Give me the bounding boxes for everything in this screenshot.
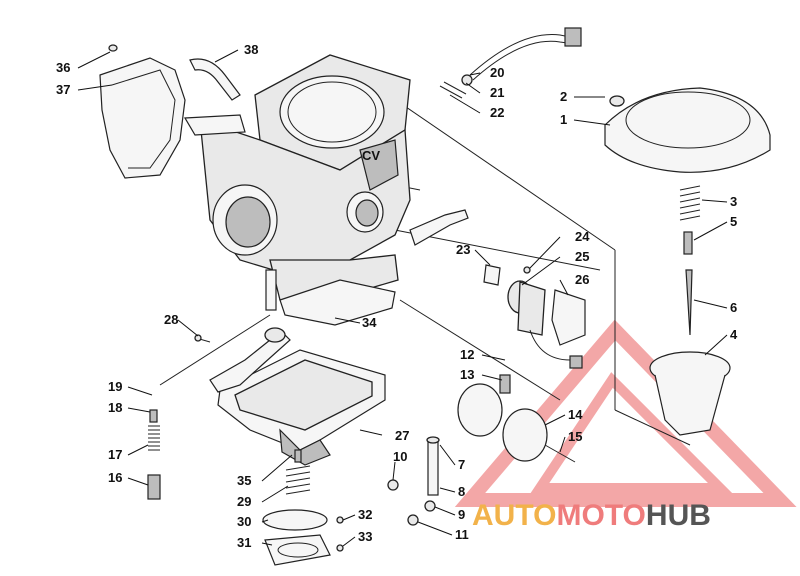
callout-21: 21 xyxy=(490,85,504,100)
callout-37: 37 xyxy=(56,82,70,97)
callout-26: 26 xyxy=(575,272,589,287)
callout-15: 15 xyxy=(568,429,582,444)
callout-27: 27 xyxy=(395,428,409,443)
callout-19: 19 xyxy=(108,379,122,394)
svg-text:AUTOMOTOHUB: AUTOMOTOHUB xyxy=(472,499,711,532)
callout-14: 14 xyxy=(568,407,583,422)
svg-text:CV: CV xyxy=(362,148,380,163)
callout-16: 16 xyxy=(108,470,122,485)
callout-33: 33 xyxy=(358,529,372,544)
callout-18: 18 xyxy=(108,400,122,415)
drain-assembly xyxy=(262,449,344,566)
callout-28: 28 xyxy=(164,312,178,327)
watermark-auto: AUTO xyxy=(472,499,556,532)
watermark-moto: MOTO xyxy=(556,499,645,532)
callout-29: 29 xyxy=(237,494,251,509)
watermark-hub: HUB xyxy=(646,499,711,532)
callout-24: 24 xyxy=(575,229,590,244)
callout-6: 6 xyxy=(730,300,737,315)
callout-22: 22 xyxy=(490,105,504,120)
leader-lines xyxy=(77,49,728,547)
callout-38: 38 xyxy=(244,42,258,57)
top-cover xyxy=(604,87,771,173)
diaphragm-piston xyxy=(649,351,731,436)
callout-36: 36 xyxy=(56,60,70,75)
float xyxy=(279,279,396,326)
callout-34: 34 xyxy=(362,315,377,330)
spring xyxy=(679,185,701,221)
side-cover xyxy=(99,44,186,179)
callout-labels: 1 2 3 5 6 4 7 8 9 10 11 12 13 14 15 16 1… xyxy=(56,42,738,550)
callout-30: 30 xyxy=(237,514,251,529)
callout-20: 20 xyxy=(490,65,504,80)
callout-32: 32 xyxy=(358,507,372,522)
callout-23: 23 xyxy=(456,242,470,257)
callout-1: 1 xyxy=(560,112,567,127)
callout-35: 35 xyxy=(237,473,251,488)
needle-holder xyxy=(683,231,693,255)
callout-4: 4 xyxy=(730,327,738,342)
choke-lever xyxy=(194,327,291,393)
fuel-line xyxy=(439,27,582,99)
callout-2: 2 xyxy=(560,89,567,104)
callout-17: 17 xyxy=(108,447,122,462)
callout-9: 9 xyxy=(458,507,465,522)
callout-11: 11 xyxy=(455,527,469,542)
callout-13: 13 xyxy=(460,367,474,382)
callout-3: 3 xyxy=(730,194,737,209)
callout-8: 8 xyxy=(458,484,465,499)
callout-10: 10 xyxy=(393,449,407,464)
jet-needle xyxy=(685,269,693,336)
throttle-rollers xyxy=(457,374,576,463)
callout-25: 25 xyxy=(575,249,589,264)
callout-12: 12 xyxy=(460,347,474,362)
callout-5: 5 xyxy=(730,214,737,229)
watermark-logo: AUTOMOTOHUB xyxy=(472,499,711,532)
pilot-screw-assembly xyxy=(147,409,161,500)
sensor-assembly xyxy=(483,264,586,369)
carburetor-body: CV xyxy=(183,54,469,311)
vent-hose xyxy=(189,58,241,101)
float-bowl xyxy=(217,349,386,466)
callout-7: 7 xyxy=(458,457,465,472)
callout-31: 31 xyxy=(237,535,251,550)
jets xyxy=(387,436,440,526)
